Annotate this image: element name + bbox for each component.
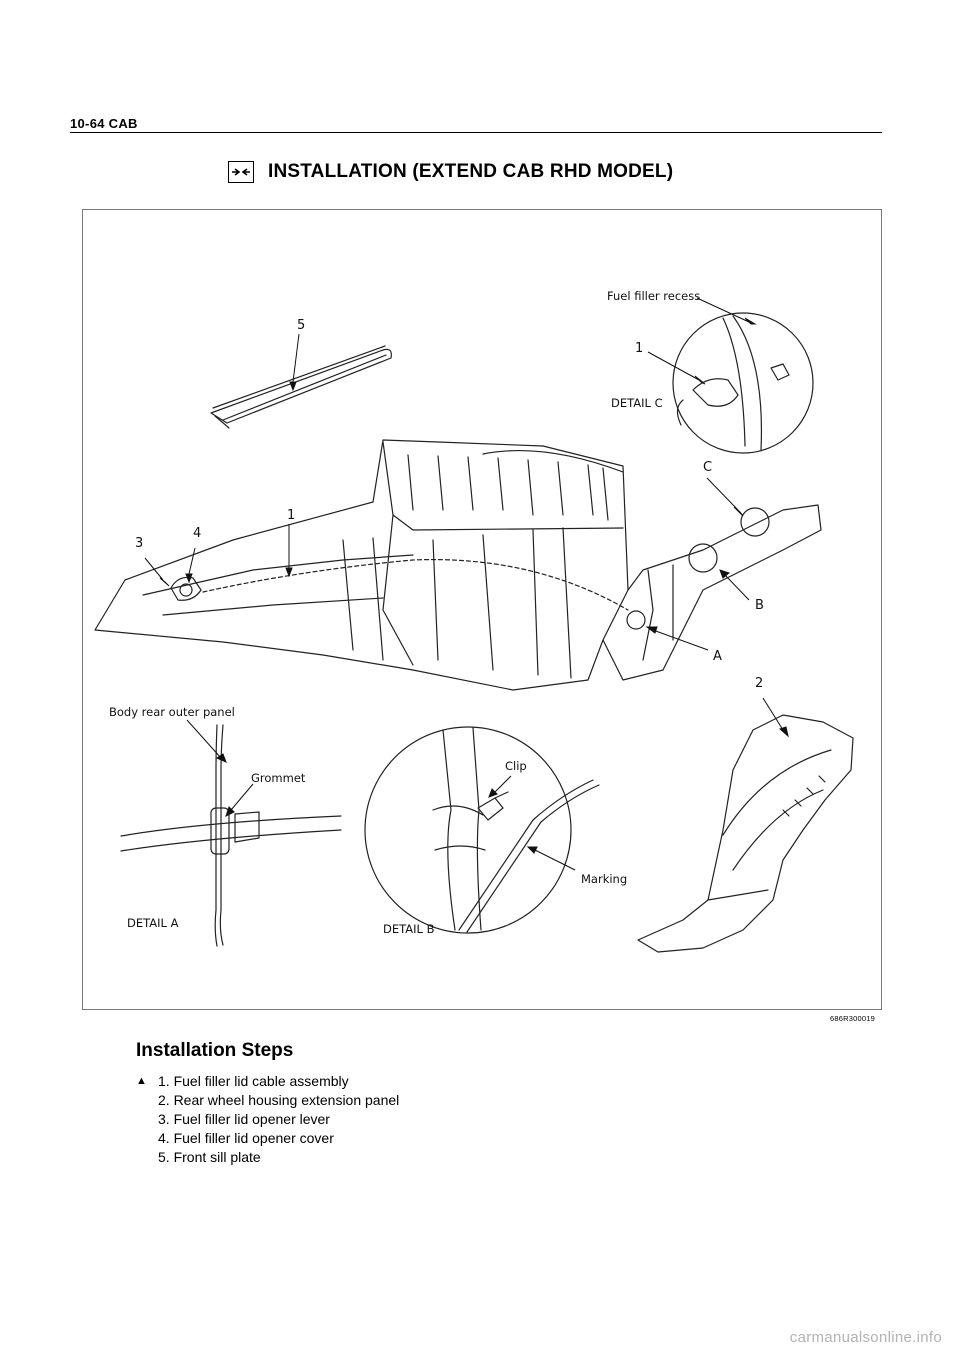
wheel-housing-panel (637, 714, 854, 953)
list-item: 2. Rear wheel housing extension panel (136, 1090, 736, 1109)
step-text: 1. Fuel filler lid cable assembly (158, 1072, 349, 1089)
page-title: INSTALLATION (EXTEND CAB RHD MODEL) (268, 161, 674, 182)
installation-figure: Fuel filler recess 1 DETAIL C 5 C 1 3 4 … (82, 209, 882, 1010)
label-num-4: 4 (193, 526, 202, 541)
label-detail-b: DETAIL B (383, 922, 435, 936)
list-item: ▲ 1. Fuel filler lid cable assembly (136, 1071, 736, 1090)
label-num-1: 1 (287, 508, 296, 523)
step-text: 2. Rear wheel housing extension panel (158, 1091, 400, 1108)
label-letter-b: B (755, 598, 764, 613)
title-row: INSTALLATION (EXTEND CAB RHD MODEL) (228, 156, 673, 188)
label-num-2: 2 (755, 676, 764, 691)
label-detail-a: DETAIL A (127, 916, 179, 930)
fuel-lid-cable (202, 559, 629, 611)
opener-lever (170, 576, 202, 601)
label-body-rear-outer-panel: Body rear outer panel (109, 705, 235, 719)
label-detail-c: DETAIL C (611, 396, 663, 410)
step-text: 5. Front sill plate (158, 1148, 261, 1165)
figure-drawing (94, 297, 854, 953)
watermark: carmanualsonline.info (789, 1329, 942, 1346)
figure-code: 686R300019 (830, 1014, 875, 1023)
detail-c-circle (672, 312, 814, 454)
label-marking: Marking (581, 872, 628, 886)
grommet-shape (210, 807, 230, 855)
label-clip: Clip (505, 759, 527, 773)
sill-plate (210, 348, 392, 424)
label-letter-a: A (713, 649, 722, 664)
list-item: 3. Fuel filler lid opener lever (136, 1109, 736, 1128)
label-num-1-detail-c: 1 (635, 341, 644, 356)
detail-b-circle (364, 726, 572, 934)
step-text: 3. Fuel filler lid opener lever (158, 1110, 330, 1127)
installation-icon (228, 161, 254, 183)
label-grommet: Grommet (251, 771, 306, 785)
label-fuel-filler-recess: Fuel filler recess (607, 289, 701, 303)
cab-floor-panel (94, 439, 629, 691)
list-item: 5. Front sill plate (136, 1147, 736, 1166)
rear-pillar (602, 504, 822, 681)
header-rule (70, 132, 882, 133)
installation-steps-heading: Installation Steps (136, 1040, 294, 1061)
label-letter-c: C (703, 460, 713, 475)
label-num-3: 3 (135, 536, 144, 551)
list-item: 4. Fuel filler lid opener cover (136, 1128, 736, 1147)
detail-a-panel (214, 724, 224, 947)
installation-steps-list: ▲ 1. Fuel filler lid cable assembly 2. R… (136, 1071, 736, 1166)
triangle-marker-icon: ▲ (136, 1074, 147, 1087)
label-num-5: 5 (297, 318, 306, 333)
page-header: 10-64 CAB (70, 116, 138, 131)
step-text: 4. Fuel filler lid opener cover (158, 1129, 334, 1146)
